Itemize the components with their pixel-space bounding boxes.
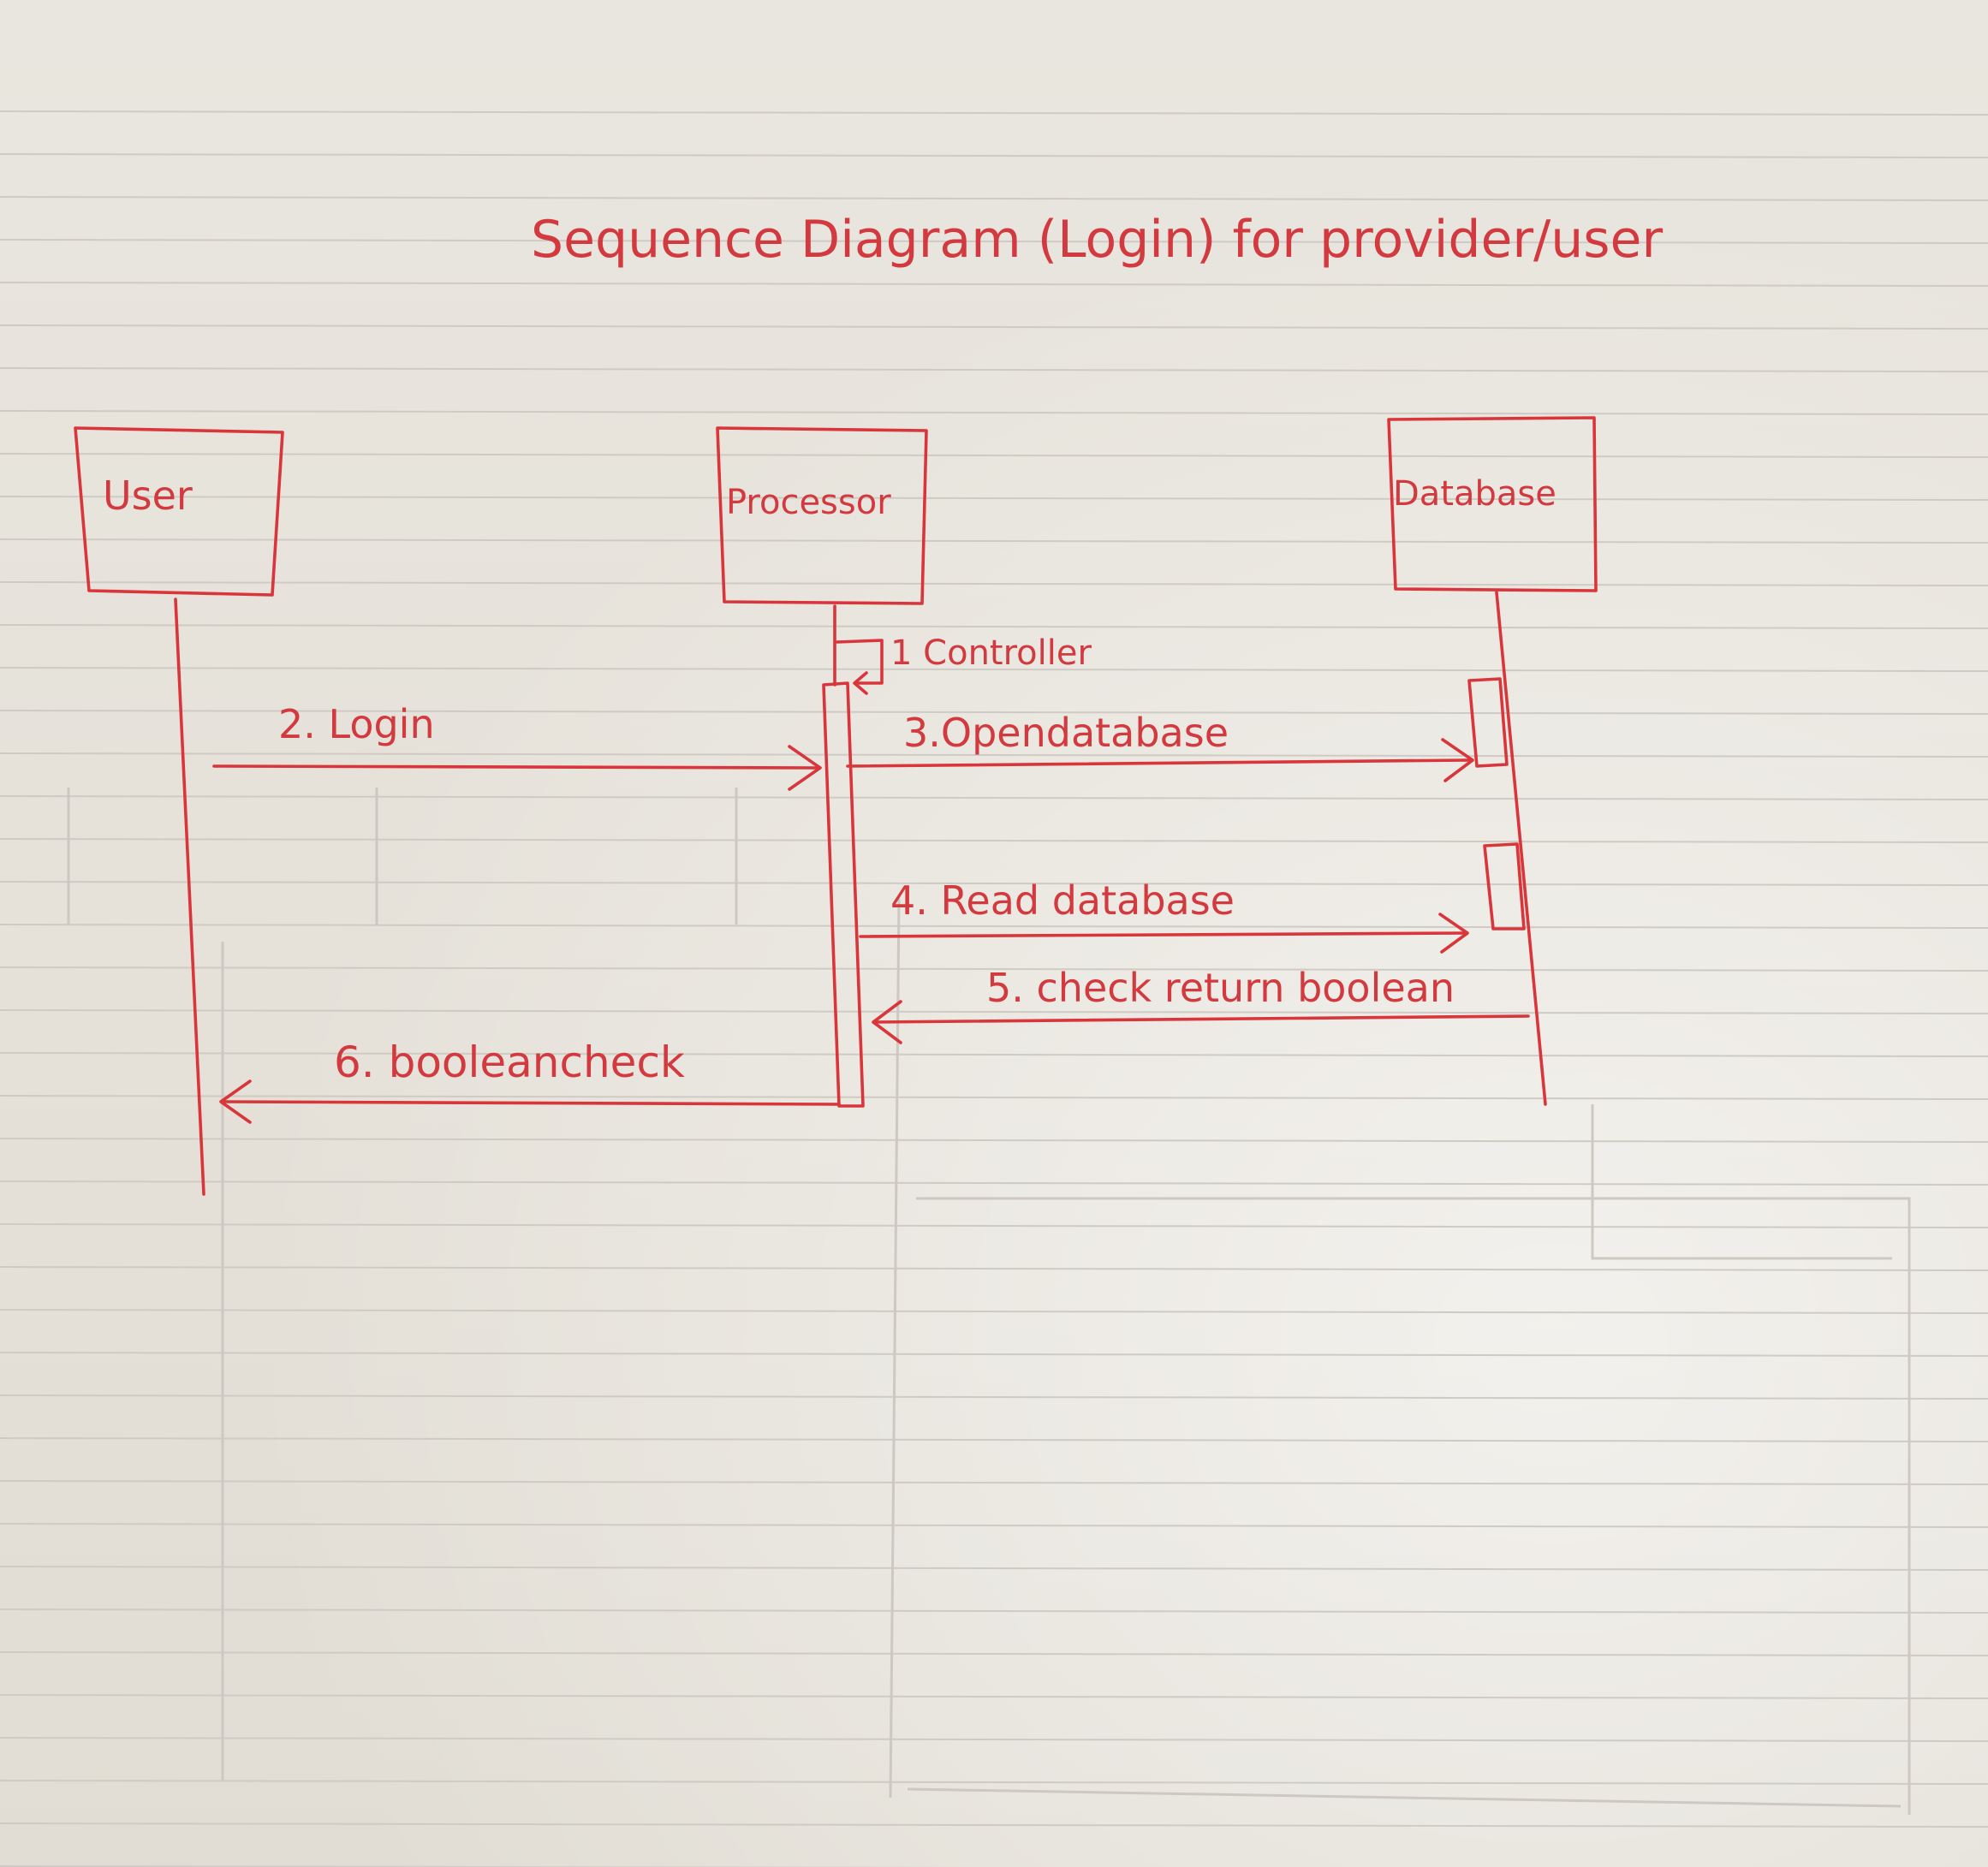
message-2-login: 2. Login xyxy=(212,701,822,791)
ruled-lines xyxy=(0,110,1988,1867)
ruled-line xyxy=(0,710,1988,715)
message-label-3: 3.Opendatabase xyxy=(903,710,1229,756)
diagram-title: Sequence Diagram (Login) for provider/us… xyxy=(531,210,1663,270)
lifeline-processor: Processor xyxy=(716,426,928,1108)
message-label-1: 1 Controller xyxy=(890,633,1092,673)
lifeline-line-user xyxy=(174,598,205,1196)
ruled-line xyxy=(0,1309,1988,1314)
ruled-line xyxy=(0,1437,1988,1442)
message-4-read-database: 4. Read database xyxy=(859,877,1469,954)
ruled-line xyxy=(0,1009,1988,1014)
ruled-line xyxy=(0,1480,1988,1485)
ruled-line xyxy=(0,1266,1988,1271)
ruled-line xyxy=(0,1608,1988,1614)
ruled-line xyxy=(0,1394,1988,1400)
lifeline-label-processor: Processor xyxy=(726,483,891,522)
ruled-line xyxy=(0,581,1988,586)
ruled-line xyxy=(0,282,1988,287)
bleed-through-marks xyxy=(67,788,1911,1815)
ruled-line xyxy=(0,1780,1988,1785)
ruled-line xyxy=(0,110,1988,116)
message-label-2: 2. Login xyxy=(278,701,435,747)
lifeline-database: Database xyxy=(1387,416,1598,1106)
ruled-line xyxy=(0,1052,1988,1057)
ruled-line xyxy=(0,624,1988,629)
ruled-line xyxy=(0,1822,1988,1828)
ruled-line xyxy=(0,1694,1988,1699)
ruled-line xyxy=(0,795,1988,800)
ruled-line xyxy=(0,1223,1988,1228)
ruled-line xyxy=(0,1352,1988,1357)
ruled-line xyxy=(0,1523,1988,1528)
ruled-line xyxy=(0,924,1988,929)
database-activation-open xyxy=(1467,677,1509,768)
ruled-line xyxy=(0,196,1988,201)
ruled-line xyxy=(0,1737,1988,1742)
ruled-line xyxy=(0,667,1988,672)
lifeline-user: User xyxy=(74,426,284,1196)
ruled-line xyxy=(0,1095,1988,1100)
message-6-booleancheck: 6. booleancheck xyxy=(219,1038,841,1124)
ruled-line xyxy=(0,410,1988,415)
ruled-line xyxy=(0,752,1988,758)
message-label-4: 4. Read database xyxy=(890,877,1235,924)
ruled-line xyxy=(0,881,1988,886)
database-activation-read xyxy=(1483,842,1526,931)
ruled-line xyxy=(0,1180,1988,1186)
lifeline-line-database xyxy=(1495,591,1547,1106)
message-1-controller: 1 Controller xyxy=(836,633,1092,695)
ruled-line xyxy=(0,239,1988,244)
processor-activation-bar xyxy=(822,681,865,1108)
lifeline-label-user: User xyxy=(103,473,193,519)
ruled-line xyxy=(0,1566,1988,1571)
message-label-6: 6. booleancheck xyxy=(334,1038,685,1087)
ruled-line xyxy=(0,1651,1988,1656)
ruled-line xyxy=(0,1138,1988,1143)
ruled-line xyxy=(0,538,1988,544)
ruled-line xyxy=(0,966,1988,972)
message-label-5: 5. check return boolean xyxy=(986,965,1455,1011)
ruled-line xyxy=(0,838,1988,843)
ruled-line xyxy=(0,153,1988,158)
lifeline-label-database: Database xyxy=(1393,474,1556,514)
message-3-open-database: 3.Opendatabase xyxy=(846,710,1474,782)
ruled-line xyxy=(0,324,1988,330)
ruled-line xyxy=(0,496,1988,501)
message-5-check-return-boolean: 5. check return boolean xyxy=(872,965,1530,1044)
ruled-line xyxy=(0,453,1988,458)
ruled-line xyxy=(0,367,1988,372)
